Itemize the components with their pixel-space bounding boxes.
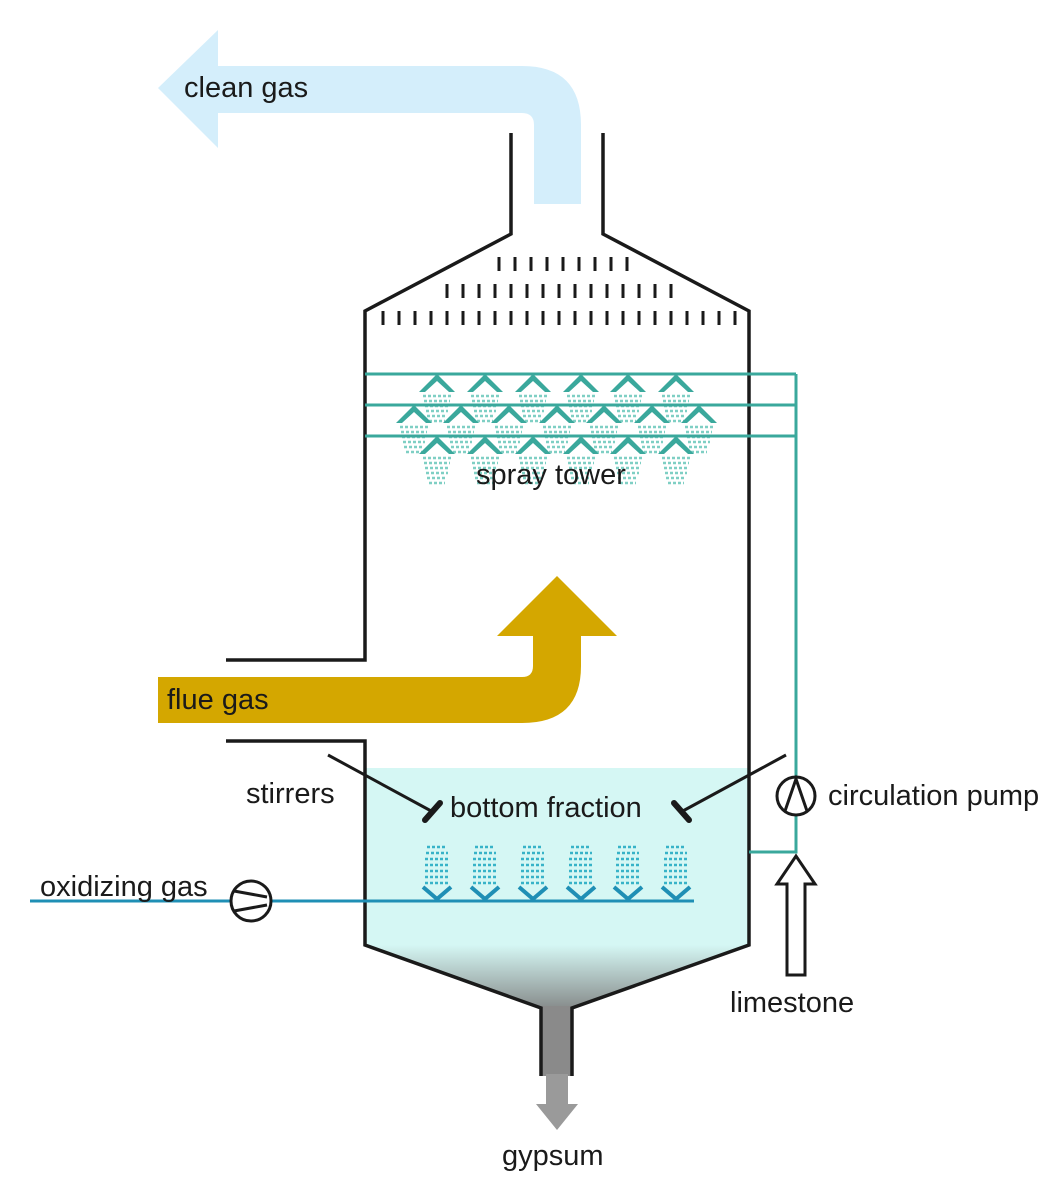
flue-gas-arrow [158,576,617,723]
oxidizing-gas-label: oxidizing gas [40,871,208,903]
limestone-label: limestone [730,987,855,1019]
stirrer-right [671,753,787,823]
stirrer-left [327,753,443,823]
spray-tower-label: spray tower [476,459,626,491]
gypsum-sediment [365,945,749,1008]
gypsum-outlet [541,1006,572,1076]
stirrers-label: stirrers [246,778,335,810]
oxidizing-gas-blower [229,879,273,923]
limestone-arrow [774,853,818,977]
gypsum-arrow [536,1074,578,1130]
clean-gas-label: clean gas [184,72,309,104]
spray-piping [365,372,798,854]
mist-eliminator [381,257,737,325]
flue-gas-label: flue gas [167,684,269,716]
circulation-pump-label: circulation pump [828,780,1040,812]
bottom-fraction-label: bottom fraction [450,792,642,824]
circulation-pump [775,774,817,817]
vessel-outline [226,133,751,1076]
clean-gas-arrow [158,30,581,204]
gypsum-label: gypsum [502,1140,604,1172]
